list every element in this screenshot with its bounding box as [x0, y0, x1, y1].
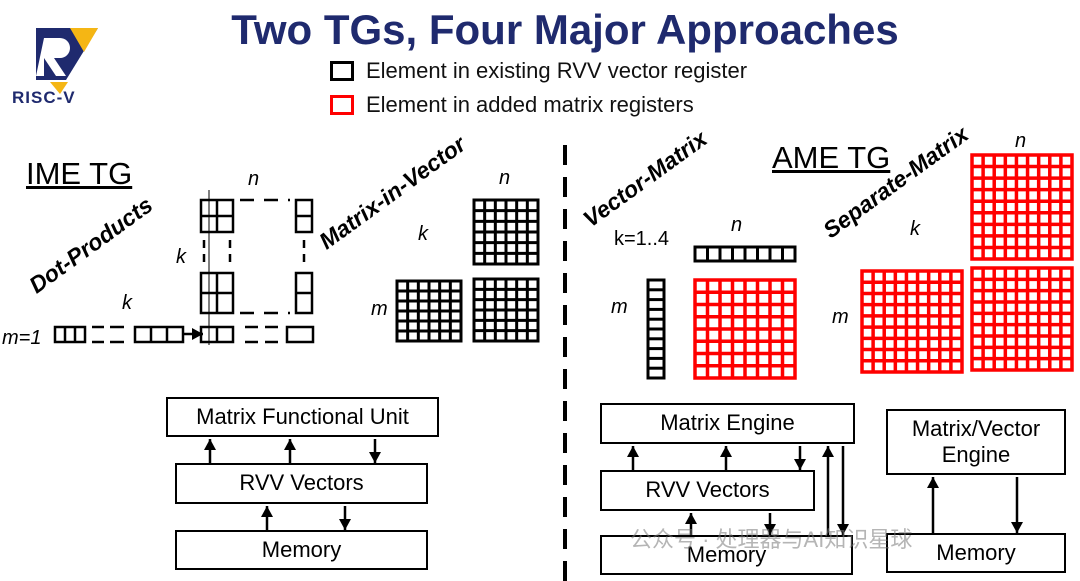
- ime-arrow-vec-to-fu-2-head: [284, 439, 296, 450]
- ame-matrix-vector-engine-box: Matrix/Vector Engine: [886, 409, 1066, 475]
- ame-memory-box-2: Memory: [886, 533, 1066, 573]
- sm-n: n: [1015, 130, 1027, 152]
- ame-arrow-vec-to-eng-1-head: [627, 446, 639, 457]
- ime-arrow-vec-to-fu-head: [204, 439, 216, 450]
- sm-red-grid-b: [970, 153, 1074, 261]
- dp-row-arrow-head: [192, 328, 203, 340]
- watermark-text: 公众号 · 处理器与AI知识星球: [630, 527, 913, 552]
- ame-tg-title: AME TG: [772, 140, 891, 175]
- legend-item-added-matrix: Element in added matrix registers: [330, 92, 747, 118]
- legend: Element in existing RVV vector register …: [330, 58, 747, 118]
- ime-memory-box: Memory: [175, 530, 428, 570]
- dot-products-k-vertical: k: [176, 246, 186, 268]
- ame-arrow-eng-to-mem-head: [837, 524, 849, 535]
- miv-m: m: [371, 298, 388, 320]
- ime-tg-title: IME TG: [26, 156, 133, 191]
- ime-arrow-vec-to-mem-head: [339, 519, 351, 530]
- ame-matrix-engine-box: Matrix Engine: [600, 403, 855, 444]
- risc-v-logo: RISC-V: [10, 22, 120, 112]
- ame-arrow-mve-to-mem2-head: [1011, 522, 1023, 533]
- ame-arrow-eng-to-vec-head: [794, 459, 806, 470]
- dot-products-m: m=1: [2, 327, 42, 349]
- ame-arrow-vec-to-eng-2-head: [720, 446, 732, 457]
- dot-products-k-horizontal: k: [122, 292, 132, 314]
- miv-n: n: [499, 167, 511, 189]
- ame-rvv-vectors-box: RVV Vectors: [600, 470, 815, 511]
- dot-products-n: n: [248, 168, 260, 190]
- sm-k: k: [910, 218, 920, 240]
- risc-v-logo-text: RISC-V: [12, 88, 76, 107]
- ime-arrow-fu-to-vec-head: [369, 452, 381, 463]
- legend-item-existing-rvv: Element in existing RVV vector register: [330, 58, 747, 84]
- risc-v-logo-icon: [36, 28, 98, 94]
- dp-row-seg-1: [53, 325, 87, 344]
- ame-arrow-vec-to-mem-head: [764, 524, 776, 535]
- vm-m: m: [611, 296, 628, 318]
- legend-label-existing: Element in existing RVV vector register: [366, 58, 748, 83]
- legend-black-swatch: [330, 61, 354, 81]
- vm-k: k=1..4: [614, 228, 670, 250]
- sm-red-grid-a: [860, 269, 964, 374]
- sm-red-grid-c: [970, 266, 1074, 372]
- ime-matrix-functional-unit-box: Matrix Functional Unit: [166, 397, 439, 437]
- page-title: Two TGs, Four Major Approaches: [231, 6, 899, 53]
- ame-arrow-mem-to-vec-head: [685, 513, 697, 524]
- ame-arrow-mem2-to-mve-head: [927, 477, 939, 488]
- ame-arrow-mem-to-eng-head: [822, 446, 834, 457]
- vm-n: n: [731, 214, 743, 236]
- legend-red-swatch: [330, 95, 354, 115]
- ime-rvv-vectors-box: RVV Vectors: [175, 463, 428, 504]
- ame-memory-box: Memory: [600, 535, 853, 575]
- miv-k: k: [418, 223, 428, 245]
- legend-label-added: Element in added matrix registers: [366, 92, 694, 117]
- dp-row-seg-2: [133, 325, 185, 344]
- ime-arrow-mem-to-vec-head: [261, 506, 273, 517]
- dp-out-seg-2: [285, 325, 315, 344]
- sm-m: m: [832, 306, 849, 328]
